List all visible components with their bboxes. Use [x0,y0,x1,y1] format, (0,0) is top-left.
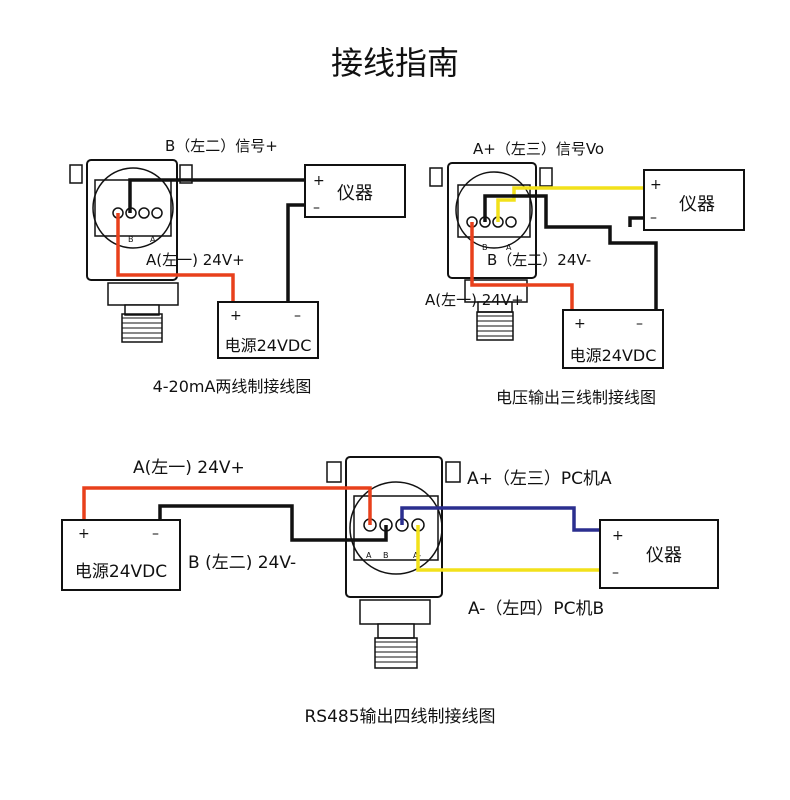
minus-sign: – [152,526,159,542]
plus-sign: + [78,526,90,542]
terminal-3 [138,207,150,219]
label-pc-a: A+（左三）PC机A [467,469,612,489]
diagram-four-wire: A B A- + – 仪器 + – 电源24VDC A(左一) 24V+ B (… [61,456,719,727]
wire-24v-plus [470,222,574,310]
diagram-three-wire: B A + – 仪器 + – 电源24VDC A+（左三）信号Vo B（左二）2… [425,140,745,407]
instrument-label: 仪器 [337,183,373,204]
label-pc-b: A-（左四）PC机B [468,599,604,619]
terminal-label-b: B [128,235,134,244]
plus-sign: + [574,316,586,332]
diagram-caption: RS485输出四线制接线图 [304,707,495,727]
minus-sign: – [294,308,301,324]
instrument-label: 仪器 [646,545,682,566]
plus-sign: + [313,173,325,189]
label-24v-minus: B（左二）24V- [487,251,591,269]
terminal-label-b: B [383,551,389,560]
terminal-4 [505,216,517,228]
minus-sign: – [650,210,657,226]
label-signal-vo: A+（左三）信号Vo [473,140,604,158]
plus-sign: + [650,177,662,193]
terminal-block-3 [363,518,425,532]
label-24v-plus: A(左一) 24V+ [146,251,245,269]
diagram-caption: 4-20mA两线制接线图 [153,377,312,396]
minus-sign: – [612,565,619,581]
diagram-two-wire: B A + – 仪器 + – 电源24VDC B（左二）信号+ A(左一) 24… [69,137,406,396]
wire-signal-plus [128,178,305,213]
transmitter-1: B A [69,159,193,343]
wire-pc-b [416,525,600,572]
terminal-4 [151,207,163,219]
terminal-label-a: A [506,243,512,252]
diagram-caption: 电压输出三线制接线图 [496,388,656,407]
page-title: 接线指南 [331,44,459,82]
label-24v-plus: A(左一) 24V+ [133,458,245,478]
label-24v-minus: B (左二) 24V- [188,553,296,573]
instrument-box [304,164,406,218]
wire-24v-plus [116,213,235,302]
power-supply-label: 电源24VDC [570,346,657,365]
terminal-label-b: B [482,243,488,252]
power-supply-label: 电源24VDC [225,336,312,355]
wire-pc-a [400,506,600,532]
wire-return [286,203,305,302]
terminal-label-a: A [150,235,156,244]
instrument-box [599,519,719,589]
label-24v-plus: A(左一) 24V+ [425,291,524,309]
minus-sign: – [313,200,320,216]
plus-sign: + [612,528,624,544]
wire-signal-vo [496,186,644,222]
power-supply-box [61,519,181,591]
wire-24v-minus [158,504,388,542]
instrument-box [643,169,745,231]
wire-24v-plus [82,486,372,525]
label-signal-plus: B（左二）信号+ [165,137,278,155]
power-supply-box [217,301,319,359]
terminal-label-a: A [366,551,372,560]
instrument-label: 仪器 [679,194,715,215]
wire-instrument-return [628,216,644,227]
plus-sign: + [230,308,242,324]
minus-sign: – [636,316,643,332]
wire-24v-minus [483,194,658,310]
power-supply-label: 电源24VDC [75,562,167,582]
power-supply-box [562,309,664,369]
